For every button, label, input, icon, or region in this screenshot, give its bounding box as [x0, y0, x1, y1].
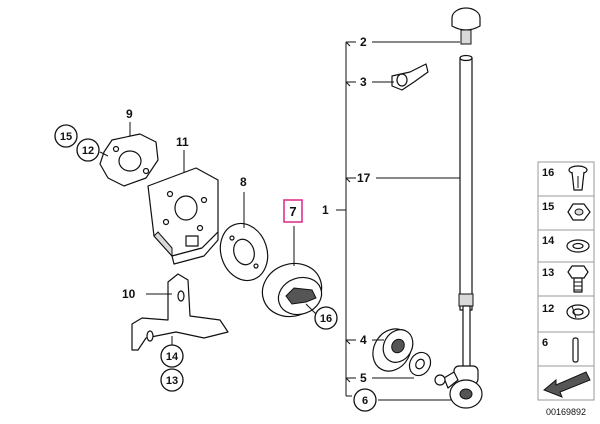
legend-item-13: 13 — [542, 267, 554, 279]
direction-arrow-icon — [543, 371, 591, 398]
highlighted-label-7[interactable]: 7 — [283, 199, 303, 223]
label-11: 11 — [176, 135, 189, 149]
part-labels: 1 2 3 17 4 5 9 11 8 10 — [122, 35, 371, 385]
legend-item-6: 6 — [542, 337, 548, 349]
label-16: 16 — [320, 313, 332, 325]
clip-part — [391, 63, 429, 91]
grommet-part — [261, 262, 323, 318]
circled-labels: 15 12 14 13 16 6 — [54, 124, 377, 412]
label-6: 6 — [362, 395, 368, 407]
flat-washer-icon — [566, 239, 590, 253]
legend-item-15: 15 — [542, 201, 554, 213]
leader-lines — [99, 41, 460, 401]
label-12: 12 — [82, 145, 94, 157]
label-2: 2 — [360, 35, 367, 49]
label-15: 15 — [60, 131, 72, 143]
label-8: 8 — [240, 175, 247, 189]
linkage-rod-part — [434, 7, 483, 409]
legend-item-16: 16 — [542, 167, 554, 179]
gasket-ring-part — [219, 222, 269, 282]
label-1: 1 — [322, 203, 329, 217]
label-9: 9 — [126, 107, 133, 121]
label-4: 4 — [360, 333, 367, 347]
legend-item-14: 14 — [542, 235, 555, 247]
push-rivet-icon — [568, 165, 588, 191]
label-14: 14 — [166, 351, 179, 363]
legend-item-12: 12 — [542, 303, 554, 315]
label-5: 5 — [360, 371, 367, 385]
bush-part — [372, 328, 414, 372]
label-7: 7 — [289, 204, 296, 219]
flange-plate-part — [99, 133, 159, 187]
hex-nut-icon — [567, 203, 591, 221]
washer-part — [408, 351, 432, 377]
label-13: 13 — [166, 375, 178, 387]
spring-washer-icon — [566, 304, 590, 320]
label-10: 10 — [122, 287, 136, 301]
label-3: 3 — [360, 75, 367, 89]
label-17: 17 — [357, 171, 371, 185]
diagram-code: 00169892 — [546, 407, 586, 417]
bent-bracket-part — [131, 273, 229, 351]
angle-bracket-part — [147, 167, 219, 265]
hardware-legend: 16 15 14 13 12 6 — [537, 161, 595, 401]
dowel-pin-icon — [572, 337, 579, 363]
hex-bolt-icon — [567, 265, 589, 293]
